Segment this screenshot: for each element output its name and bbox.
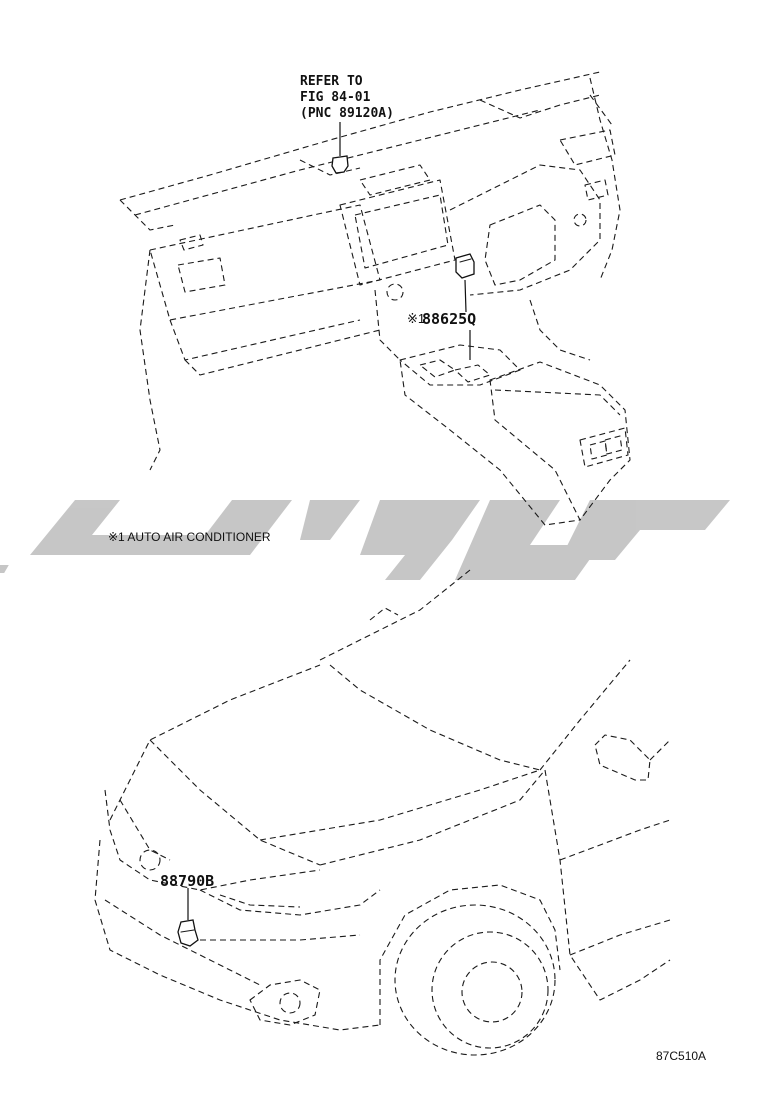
vehicle-front-drawing (94, 569, 671, 1056)
clip-part-89120a (331, 122, 349, 174)
refer-note-line3: (PNC 89120A) (300, 106, 394, 121)
sensor-part-88625q (455, 253, 475, 360)
callout-88625q-part-number: 88625Q (422, 310, 476, 328)
footnote-text: ※1 AUTO AIR CONDITIONER (108, 530, 271, 544)
figure-code: 87C510A (656, 1049, 706, 1063)
refer-note-line1: REFER TO (300, 74, 363, 89)
refer-note-line2: FIG 84-01 (300, 90, 371, 105)
sensor-part-88790b (177, 888, 199, 947)
callout-88790b-part-number: 88790B (160, 872, 214, 890)
watermark-logo (0, 500, 730, 580)
refer-note: REFER TO FIG 84-01 (PNC 89120A) (300, 74, 394, 121)
callout-88625q-marker: ※1 (407, 311, 425, 326)
instrument-panel-drawing (119, 71, 631, 526)
callout-88625q: ※1 88625Q (407, 310, 476, 328)
